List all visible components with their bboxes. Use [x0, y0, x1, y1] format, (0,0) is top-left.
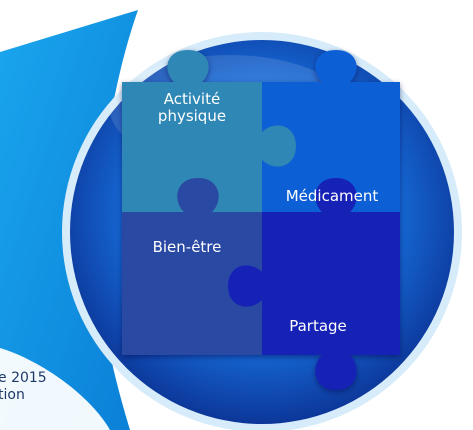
label-bien-etre: Bien-être: [153, 238, 222, 256]
puzzle-piece-partage: [228, 178, 400, 390]
side-text-line2: tion: [0, 387, 25, 403]
side-text-line1: e 2015: [0, 370, 47, 386]
label-medicament: Médicament: [286, 187, 379, 205]
label-activite-line1: Activité: [164, 90, 220, 108]
puzzle-piece-medicament: [262, 50, 400, 212]
label-activite-line2: physique: [158, 107, 226, 125]
puzzle-piece-activite: [122, 50, 296, 212]
puzzle-piece-bien-etre: [122, 178, 262, 355]
banner-inner-white: [0, 348, 110, 430]
label-partage: Partage: [289, 317, 347, 335]
